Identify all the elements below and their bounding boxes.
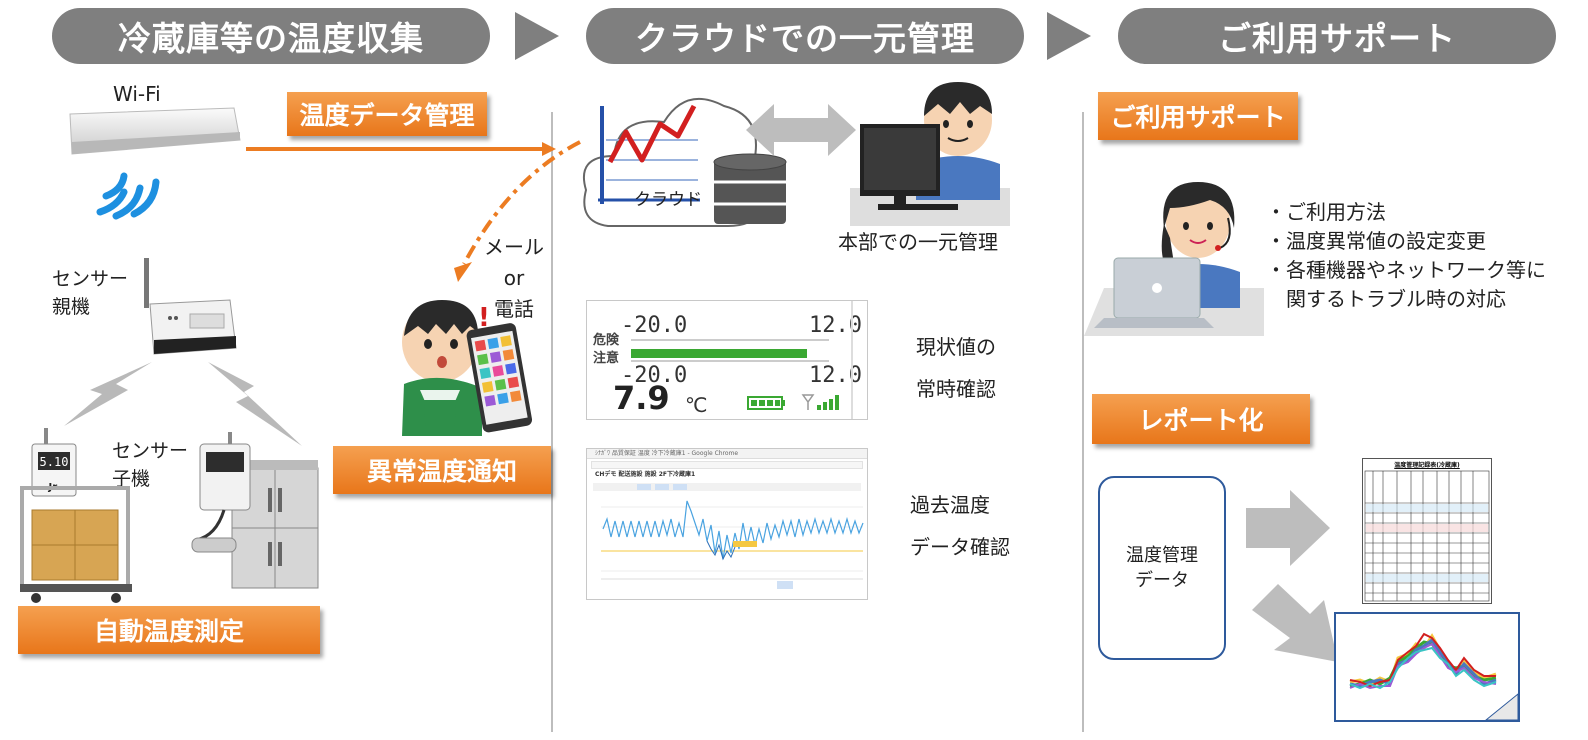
notify-line2: or — [503, 266, 525, 290]
chart-sheet-graph — [1349, 632, 1519, 721]
alert-notify-button[interactable]: 異常温度通知 — [333, 446, 551, 494]
window-title-bar: ｼﾅｶﾞﾜ 品質保証 温度 冷下冷蔵庫1 - Google Chrome — [587, 449, 867, 459]
report-arrow-right — [1246, 490, 1330, 566]
battery-icon — [747, 396, 785, 410]
svg-text:!: ! — [478, 303, 490, 333]
sensor-display-text: 5.10 — [40, 455, 69, 469]
sensor-child-label: センサー 子機 — [112, 438, 188, 493]
monitor-top-high: 12.0 — [809, 313, 862, 338]
current-value-label: 現状値の 常時確認 — [916, 326, 996, 410]
fridge-with-sensor — [191, 432, 319, 589]
window-address-bar[interactable] — [591, 461, 863, 469]
sensor-parent-device — [144, 258, 237, 355]
window-heading: CHデモ 配送施設 施設 2F下冷蔵庫1 — [595, 471, 696, 478]
person-with-phone: ! — [402, 300, 533, 436]
temp-data-button[interactable]: 温度データ管理 — [287, 92, 487, 136]
temp-data-line1: 温度管理 — [1126, 544, 1198, 566]
sync-arrow — [746, 104, 856, 156]
current-value-line2: 常時確認 — [916, 377, 996, 401]
step-arrow-1 — [515, 12, 559, 60]
sensor-parent-line2: 親機 — [52, 295, 91, 318]
monitor-top-low: -20.0 — [621, 313, 688, 338]
history-graph-window: ｼﾅｶﾞﾜ 品質保証 温度 冷下冷蔵庫1 - Google Chrome CHデ… — [586, 448, 868, 600]
divider-2 — [1082, 112, 1084, 732]
report-sheet-grid — [1364, 470, 1490, 602]
step3-header: ご利用サポート — [1118, 8, 1556, 64]
temp-data-line2: データ — [1135, 570, 1189, 591]
divider-1 — [551, 112, 553, 732]
sensor-parent-label: センサー 親機 — [52, 266, 128, 321]
current-value-line1: 現状値の — [916, 335, 996, 359]
step2-header: クラウドでの一元管理 — [586, 8, 1024, 64]
support-operator — [1084, 182, 1264, 336]
past-data-line1: 過去温度 — [910, 493, 990, 517]
hq-label: 本部での一元管理 — [838, 230, 998, 254]
notify-line3: 電話 — [494, 297, 534, 321]
support-item-1: ・ご利用方法 — [1266, 200, 1386, 224]
cart-with-sensor: 5.10 Jr. — [20, 428, 132, 603]
monitor-unit: ℃ — [685, 393, 708, 417]
report-arrow-diagonal — [1252, 584, 1338, 662]
monitor-level-bar — [631, 349, 807, 358]
data-flow-arrow — [246, 142, 556, 156]
current-monitor-panel: -20.0 12.0 危険 注意 -20.0 12.0 7.9 ℃ — [586, 300, 868, 420]
chart-sheet — [1334, 612, 1520, 722]
cloud-label: クラウド — [634, 190, 702, 210]
wifi-signal-icon — [96, 172, 160, 220]
notify-arrow — [454, 140, 581, 282]
past-data-line2: データ確認 — [910, 535, 1010, 559]
sensor-child-line2: 子機 — [112, 467, 151, 490]
monitor-track-bottom — [631, 360, 829, 362]
notify-label: メール or 電話 — [484, 232, 544, 325]
notify-line1: メール — [484, 235, 544, 259]
monitor-danger-label: 危険 — [593, 333, 620, 348]
monitor-reading: 7.9 — [613, 379, 670, 417]
monitor-caution-label: 注意 — [593, 351, 620, 366]
temp-data-box: 温度管理 データ — [1098, 476, 1226, 660]
support-items: ・ご利用方法 ・温度異常値の設定変更 ・各種機器やネットワーク等に 関するトラブ… — [1266, 198, 1546, 314]
wireless-bolt-right — [208, 362, 302, 446]
report-sheet: 温度管理記録表(冷蔵庫) — [1362, 458, 1492, 604]
monitor-bot-high: 12.0 — [809, 363, 862, 388]
signal-strength-icon — [801, 394, 839, 410]
monitor-track — [631, 339, 829, 341]
hq-operator — [850, 82, 1010, 226]
sensor-child-line1: センサー — [112, 440, 189, 462]
step-arrow-2 — [1047, 12, 1091, 60]
support-item-2: ・温度異常値の設定変更 — [1266, 229, 1486, 253]
monitor-scrollbar[interactable] — [851, 301, 853, 419]
report-button[interactable]: レポート化 — [1092, 394, 1310, 444]
wifi-label: Wi-Fi — [113, 82, 161, 106]
monitor-bot-low: -20.0 — [621, 363, 688, 388]
sensor-parent-line1: センサー — [52, 268, 129, 290]
wireless-bolt-left — [64, 362, 152, 426]
history-graph — [593, 483, 864, 589]
past-data-label: 過去温度 データ確認 — [910, 484, 1010, 568]
database-icon — [713, 153, 787, 224]
router-icon — [69, 107, 241, 155]
auto-measure-button[interactable]: 自動温度測定 — [18, 606, 320, 654]
support-item-3: ・各種機器やネットワーク等に — [1266, 258, 1546, 282]
support-item-4: 関するトラブル時の対応 — [1266, 287, 1506, 311]
report-sheet-title: 温度管理記録表(冷蔵庫) — [1394, 462, 1460, 469]
support-button[interactable]: ご利用サポート — [1098, 92, 1298, 140]
step1-header: 冷蔵庫等の温度収集 — [52, 8, 490, 64]
